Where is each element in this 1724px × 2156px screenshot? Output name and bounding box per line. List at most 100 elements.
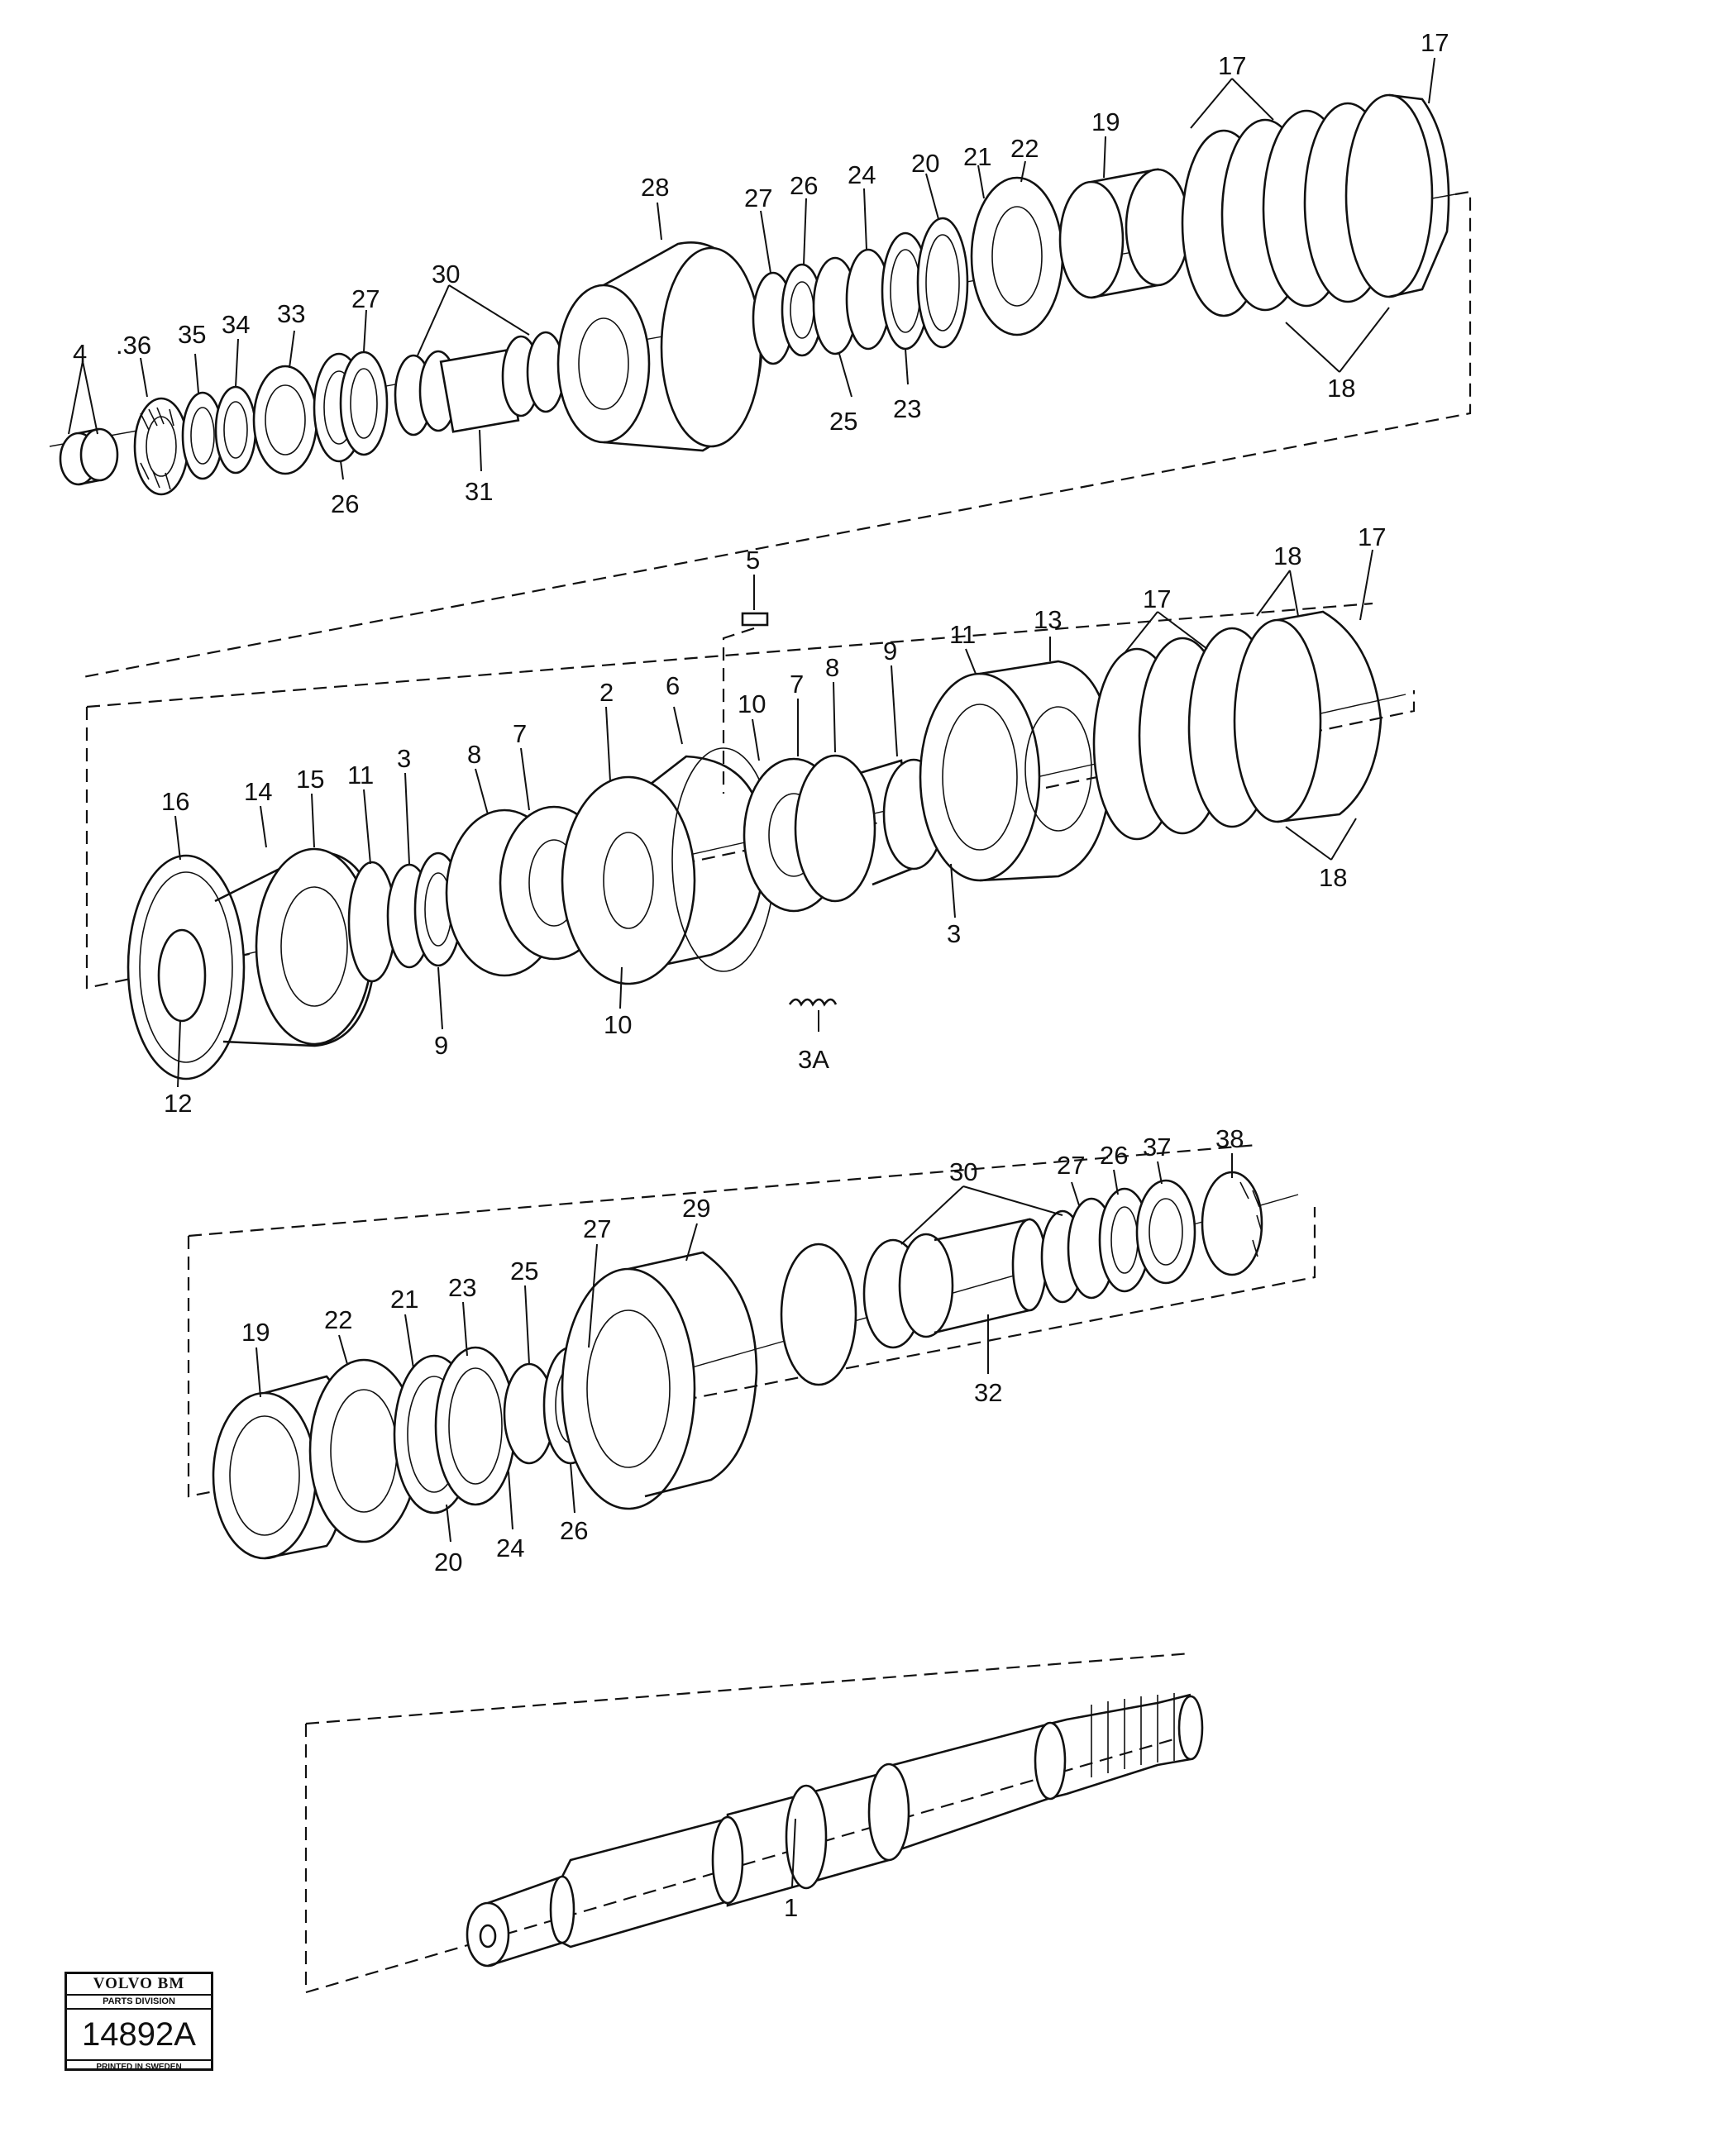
callout-26: 26 — [560, 1516, 588, 1545]
assembly-group-shaft: 1 — [304, 1652, 1204, 1994]
callout-labels-top: 4 .36 35 34 33 27 30 26 31 28 27 26 24 2… — [73, 28, 1449, 518]
part-27-26-24-25-rings — [752, 217, 969, 365]
callout-26: 26 — [790, 171, 818, 200]
callout-10: 10 — [604, 1010, 632, 1039]
callout-11: 11 — [949, 620, 976, 649]
callout-32: 32 — [974, 1378, 1002, 1407]
callout-29: 29 — [682, 1194, 710, 1223]
callout-3: 3 — [397, 744, 411, 773]
callout-27: 27 — [583, 1214, 611, 1243]
callout-19: 19 — [1091, 107, 1120, 136]
callout-24: 24 — [496, 1534, 524, 1562]
part-gear-32-sleeve — [780, 1218, 1048, 1386]
callout-23: 23 — [893, 394, 921, 423]
part-17-18-clutch-plates — [1181, 93, 1450, 317]
callout-26: 26 — [331, 489, 359, 518]
callout-9: 9 — [883, 637, 897, 665]
callout-7: 7 — [513, 719, 527, 748]
part-30-31-needle-bearings — [394, 331, 566, 436]
part-17-18-plates-middle — [1092, 610, 1383, 841]
part-26-needle-bearing — [313, 351, 389, 463]
callout-13: 13 — [1034, 605, 1062, 634]
callout-21: 21 — [963, 142, 991, 171]
callout-27: 27 — [744, 184, 772, 212]
part-22-21-23-rings — [308, 1346, 556, 1543]
callout-31: 31 — [465, 477, 493, 506]
callout-12: 12 — [164, 1089, 192, 1118]
part-1-main-shaft — [466, 1693, 1204, 1968]
part-30-27-26-37-38-bearings — [1040, 1171, 1263, 1304]
callout-35: 35 — [178, 320, 206, 349]
callout-24: 24 — [848, 160, 876, 189]
callout-1: 1 — [784, 1893, 798, 1922]
part-22-19-splined-hub — [970, 168, 1191, 336]
callout-6: 6 — [666, 671, 680, 700]
part-14-15-piston — [214, 847, 378, 1047]
callout-19: 19 — [241, 1318, 270, 1347]
part-11-3-9-rings — [347, 851, 463, 983]
part-34-ring — [214, 385, 257, 475]
callout-18: 18 — [1319, 863, 1347, 892]
callout-8: 8 — [467, 740, 481, 769]
leader-lines-middle — [174, 549, 1373, 1088]
leader-lines-lower — [255, 1153, 1233, 1543]
stamp-number: 14892A — [67, 2010, 211, 2061]
part-3A-spring — [788, 998, 838, 1007]
callout-25: 25 — [510, 1257, 538, 1285]
volvo-bm-parts-stamp: VOLVO BM PARTS DIVISION 14892A PRINTED I… — [64, 1972, 213, 2072]
part-10-7-8-9-plates — [743, 754, 945, 913]
part-16-12-seal-rings — [127, 854, 246, 1080]
callout-27: 27 — [351, 284, 380, 313]
callout-11: 11 — [347, 761, 374, 789]
assembly-group-lower: 38 37 26 27 30 29 27 25 23 21 22 19 32 2… — [187, 1124, 1316, 1576]
callout-27: 27 — [1057, 1151, 1085, 1180]
callout-10: 10 — [738, 689, 766, 718]
callout-38: 38 — [1215, 1124, 1244, 1153]
callout-9: 9 — [434, 1031, 448, 1060]
callout-22: 22 — [324, 1305, 352, 1334]
callout-3A: 3A — [798, 1045, 829, 1074]
callout-18: 18 — [1273, 541, 1301, 570]
callout-17: 17 — [1421, 28, 1449, 57]
callout-5: 5 — [746, 546, 760, 575]
callout-16: 16 — [161, 787, 189, 816]
leader-lines-top — [68, 57, 1435, 480]
callout-labels-lower: 38 37 26 27 30 29 27 25 23 21 22 19 32 2… — [241, 1124, 1244, 1576]
part-33-bearing-race — [252, 365, 318, 475]
callout-2: 2 — [599, 678, 614, 707]
callout-14: 14 — [244, 777, 272, 806]
callout-4: 4 — [73, 339, 87, 368]
part-13-clutch-drum — [919, 660, 1114, 882]
part-2-6-housing — [561, 747, 776, 985]
callout-33: 33 — [277, 299, 305, 328]
callout-34: 34 — [222, 310, 250, 339]
callout-labels-middle: 5 16 14 15 11 3 8 7 2 6 10 7 8 9 11 13 1… — [161, 522, 1386, 1118]
callout-15: 15 — [296, 765, 324, 794]
callout-28: 28 — [641, 173, 669, 202]
callout-22: 22 — [1010, 134, 1039, 163]
callout-8: 8 — [825, 653, 839, 682]
part-4-sleeve — [59, 427, 119, 486]
callout-23: 23 — [448, 1273, 476, 1302]
assembly-group-top: 4 .36 35 34 33 27 30 26 31 28 27 26 24 2… — [49, 28, 1472, 680]
callout-21: 21 — [390, 1285, 418, 1314]
part-5-plug — [722, 612, 769, 794]
callout-18: 18 — [1327, 374, 1355, 403]
part-29-drum — [561, 1251, 758, 1510]
callout-17: 17 — [1358, 522, 1386, 551]
assembly-group-middle: 5 16 14 15 11 3 8 7 2 6 10 7 8 9 11 13 1… — [85, 522, 1416, 1118]
stamp-printed: PRINTED IN SWEDEN — [96, 2063, 182, 2072]
callout-20: 20 — [911, 149, 939, 178]
callout-25: 25 — [829, 407, 857, 436]
callout-26: 26 — [1100, 1141, 1128, 1170]
callout-3: 3 — [947, 919, 961, 948]
callout-20: 20 — [434, 1548, 462, 1576]
stamp-division: PARTS DIVISION — [67, 1996, 211, 2010]
part-36-roller-bearing — [133, 397, 189, 496]
callout-37: 37 — [1143, 1133, 1171, 1161]
callout-30: 30 — [432, 260, 460, 289]
callout-30: 30 — [949, 1157, 977, 1186]
callout-17: 17 — [1143, 584, 1171, 613]
part-28-gear-drum — [556, 241, 763, 452]
